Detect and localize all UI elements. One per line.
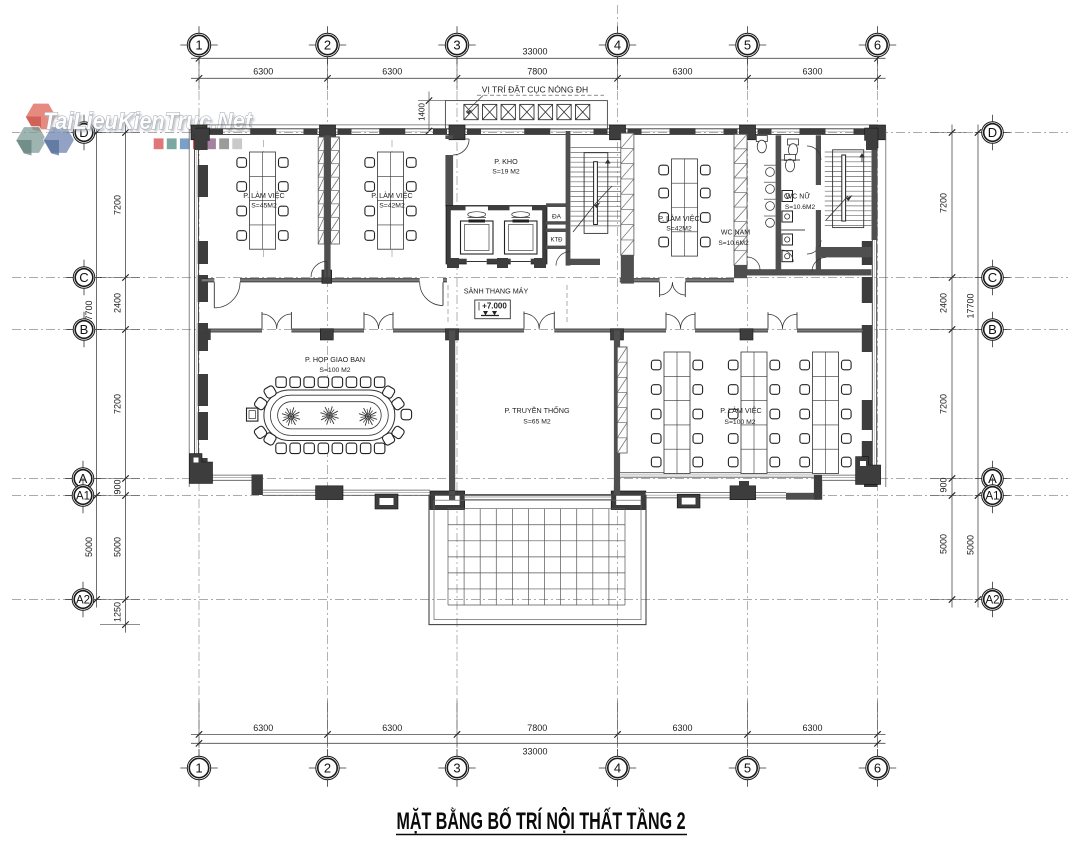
svg-text:S=42M2: S=42M2: [666, 226, 692, 233]
svg-text:B: B: [80, 322, 89, 337]
svg-text:6300: 6300: [802, 67, 822, 77]
svg-text:33000: 33000: [522, 747, 547, 757]
svg-text:6300: 6300: [382, 723, 402, 733]
svg-text:+7.000: +7.000: [482, 302, 507, 311]
svg-text:6300: 6300: [253, 67, 273, 77]
svg-text:33000: 33000: [522, 47, 547, 57]
svg-text:P. TRUYỀN THỐNG: P. TRUYỀN THỐNG: [504, 405, 570, 415]
svg-text:S=10.6M2: S=10.6M2: [718, 240, 749, 247]
svg-text:5000: 5000: [966, 535, 976, 555]
svg-text:C: C: [988, 270, 997, 285]
svg-text:1: 1: [195, 761, 202, 776]
svg-text:17700: 17700: [84, 300, 94, 325]
svg-text:3: 3: [453, 761, 460, 776]
svg-text:5: 5: [744, 761, 751, 776]
svg-text:S=42M2: S=42M2: [379, 203, 405, 210]
svg-text:6: 6: [874, 38, 881, 53]
svg-text:A2: A2: [985, 595, 999, 607]
svg-text:4: 4: [614, 761, 621, 776]
svg-text:1250: 1250: [113, 602, 123, 622]
svg-text:6300: 6300: [382, 67, 402, 77]
svg-text:WC NAM: WC NAM: [721, 230, 750, 237]
svg-text:7200: 7200: [113, 195, 123, 215]
svg-text:7200: 7200: [939, 394, 949, 414]
svg-text:1: 1: [195, 38, 202, 53]
svg-text:P. KHO: P. KHO: [494, 157, 518, 166]
svg-text:5: 5: [744, 38, 751, 53]
svg-text:C: C: [79, 270, 88, 285]
svg-text:VỊ TRÍ ĐẶT CỤC NÓNG ĐH: VỊ TRÍ ĐẶT CỤC NÓNG ĐH: [482, 85, 588, 95]
svg-text:6300: 6300: [672, 67, 692, 77]
svg-text:7200: 7200: [939, 193, 949, 213]
svg-text:3: 3: [453, 38, 460, 53]
svg-text:900: 900: [113, 479, 123, 494]
svg-text:6: 6: [874, 761, 881, 776]
svg-text:2: 2: [324, 38, 331, 53]
svg-text:WC NỮ: WC NỮ: [786, 192, 811, 201]
svg-text:A2: A2: [76, 595, 90, 607]
svg-text:S=19 M2: S=19 M2: [492, 169, 520, 176]
svg-text:SẢNH THANG MÁY: SẢNH THANG MÁY: [464, 287, 529, 296]
svg-text:A1: A1: [985, 491, 999, 503]
svg-text:S=65 M2: S=65 M2: [523, 419, 551, 426]
svg-text:P. LÀM VIỆC: P. LÀM VIỆC: [243, 191, 284, 200]
svg-text:5000: 5000: [939, 534, 949, 554]
svg-text:S=100 M2: S=100 M2: [319, 367, 350, 374]
svg-text:ĐA: ĐA: [552, 213, 562, 220]
svg-text:P. LÀM VIỆC: P. LÀM VIỆC: [371, 191, 412, 200]
svg-text:4: 4: [614, 38, 621, 53]
svg-text:S=100 M2: S=100 M2: [724, 419, 755, 426]
svg-text:7800: 7800: [527, 723, 547, 733]
svg-text:KTĐ: KTĐ: [551, 238, 564, 244]
svg-text:5000: 5000: [84, 537, 94, 557]
svg-text:D: D: [988, 125, 997, 140]
svg-text:MẶT BẰNG BỐ TRÍ NỘI THẤT TẦNG: MẶT BẰNG BỐ TRÍ NỘI THẤT TẦNG 2: [397, 807, 686, 835]
svg-text:2: 2: [324, 761, 331, 776]
svg-text:P. LÀM VIỆC: P. LÀM VIỆC: [658, 214, 699, 223]
svg-text:7200: 7200: [113, 394, 123, 414]
svg-text:2400: 2400: [113, 293, 123, 313]
svg-text:7800: 7800: [527, 67, 547, 77]
svg-text:5000: 5000: [113, 537, 123, 557]
svg-text:1400: 1400: [418, 103, 427, 121]
svg-text:900: 900: [939, 477, 949, 492]
svg-text:6300: 6300: [802, 723, 822, 733]
svg-text:S=45M2: S=45M2: [251, 203, 277, 210]
svg-text:6300: 6300: [253, 723, 273, 733]
svg-text:17700: 17700: [966, 293, 976, 318]
svg-text:B: B: [988, 322, 997, 337]
svg-text:P. LÀM VIỆC: P. LÀM VIỆC: [720, 406, 761, 415]
svg-text:6300: 6300: [672, 723, 692, 733]
svg-text:P. HỌP GIAO BAN: P. HỌP GIAO BAN: [305, 355, 365, 364]
svg-text:A1: A1: [76, 491, 90, 503]
svg-text:2400: 2400: [939, 293, 949, 313]
svg-text:S=10.6M2: S=10.6M2: [785, 204, 816, 211]
svg-text:D: D: [79, 125, 88, 140]
